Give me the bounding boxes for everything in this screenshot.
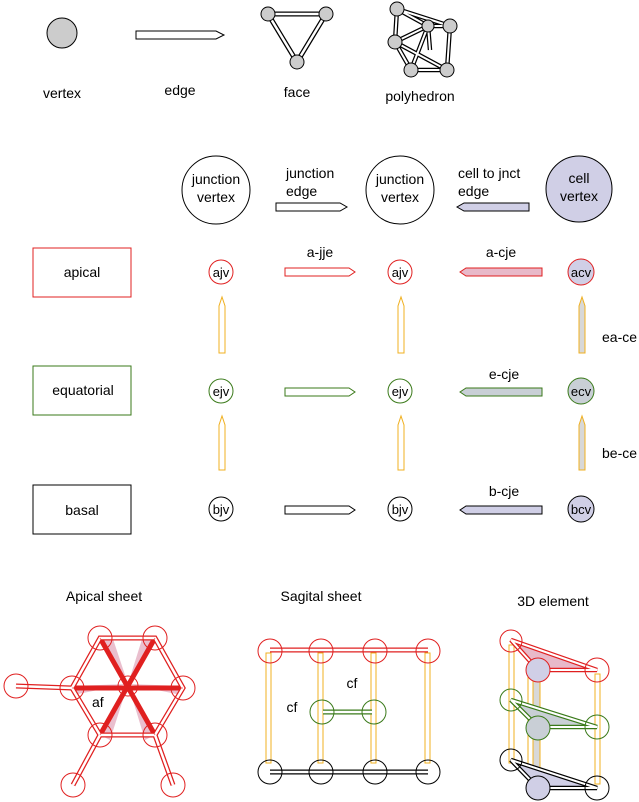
svg-text:vertex: vertex xyxy=(560,188,598,204)
header-junction-edge: junction edge xyxy=(275,165,349,212)
svg-text:ejv: ejv xyxy=(392,384,409,399)
apical-sheet: af xyxy=(3,625,196,798)
svg-text:ecv: ecv xyxy=(571,384,592,399)
svg-text:vertex: vertex xyxy=(381,189,419,205)
element-3d xyxy=(499,629,610,801)
node-ejv-1: ejv xyxy=(208,378,234,404)
title-apical-sheet: Apical sheet xyxy=(66,588,142,604)
equatorial-row-edges: e-cje xyxy=(284,366,543,397)
node-ajv-1: ajv xyxy=(208,259,234,285)
node-bcv: bcv xyxy=(567,495,595,523)
label-be-ce: be-ce xyxy=(602,445,637,461)
svg-text:a-jje: a-jje xyxy=(307,244,334,260)
legend-vertex: vertex xyxy=(43,17,81,101)
svg-text:junction: junction xyxy=(285,165,334,181)
legend-face-label: face xyxy=(284,84,311,100)
legend-polyhedron: polyhedron xyxy=(385,1,458,104)
label-cf-top: cf xyxy=(347,675,358,691)
svg-text:bcv: bcv xyxy=(571,502,592,517)
svg-text:e-cje: e-cje xyxy=(489,366,520,382)
node-bjv-2: bjv xyxy=(387,496,413,522)
row-basal: basal xyxy=(32,484,132,535)
header-cell-to-jnct-edge: cell to jnct edge xyxy=(455,165,530,212)
svg-text:ajv: ajv xyxy=(213,265,230,280)
svg-text:a-cje: a-cje xyxy=(486,244,517,260)
svg-text:edge: edge xyxy=(458,183,489,199)
svg-text:vertex: vertex xyxy=(197,189,235,205)
svg-text:b-cje: b-cje xyxy=(489,483,520,499)
svg-text:basal: basal xyxy=(65,502,98,518)
sagital-sheet: cf cf xyxy=(257,638,441,785)
title-3d-element: 3D element xyxy=(517,593,589,609)
svg-text:edge: edge xyxy=(286,183,317,199)
node-ecv: ecv xyxy=(567,377,595,405)
basal-row-edges: b-cje xyxy=(284,483,543,515)
legend-face: face xyxy=(260,6,334,100)
legend-vertex-label: vertex xyxy=(43,85,81,101)
svg-text:bjv: bjv xyxy=(392,502,409,517)
header-cell-vertex: cell vertex xyxy=(545,155,613,223)
row-equatorial: equatorial xyxy=(32,365,132,416)
row-apical: apical xyxy=(32,247,132,298)
label-cf-left: cf xyxy=(287,699,298,715)
svg-text:equatorial: equatorial xyxy=(52,382,114,398)
svg-text:ejv: ejv xyxy=(213,384,230,399)
svg-text:cell to jnct: cell to jnct xyxy=(458,165,520,181)
title-sagital-sheet: Sagital sheet xyxy=(281,588,362,604)
vertical-edges xyxy=(218,295,586,471)
legend-edge-label: edge xyxy=(164,82,195,98)
node-bjv-1: bjv xyxy=(208,496,234,522)
label-ea-ce: ea-ce xyxy=(602,329,637,345)
svg-text:junction: junction xyxy=(191,171,240,187)
legend-polyhedron-label: polyhedron xyxy=(385,88,454,104)
node-ajv-2: ajv xyxy=(387,259,413,285)
legend-edge: edge xyxy=(135,30,226,98)
svg-text:apical: apical xyxy=(64,264,101,280)
vertex-shape-icon xyxy=(46,17,78,49)
label-af: af xyxy=(92,694,104,710)
header-junction-vertex-2: junction vertex xyxy=(365,155,435,225)
edge-shape-icon xyxy=(135,30,226,40)
svg-text:ajv: ajv xyxy=(392,265,409,280)
node-ejv-2: ejv xyxy=(387,378,413,404)
svg-text:bjv: bjv xyxy=(213,502,230,517)
svg-text:junction: junction xyxy=(375,171,424,187)
header-junction-vertex-1: junction vertex xyxy=(181,155,251,225)
svg-text:cell: cell xyxy=(568,170,589,186)
node-acv: acv xyxy=(567,258,595,286)
apical-row-edges: a-jje a-cje xyxy=(284,244,543,277)
svg-text:acv: acv xyxy=(571,265,592,280)
